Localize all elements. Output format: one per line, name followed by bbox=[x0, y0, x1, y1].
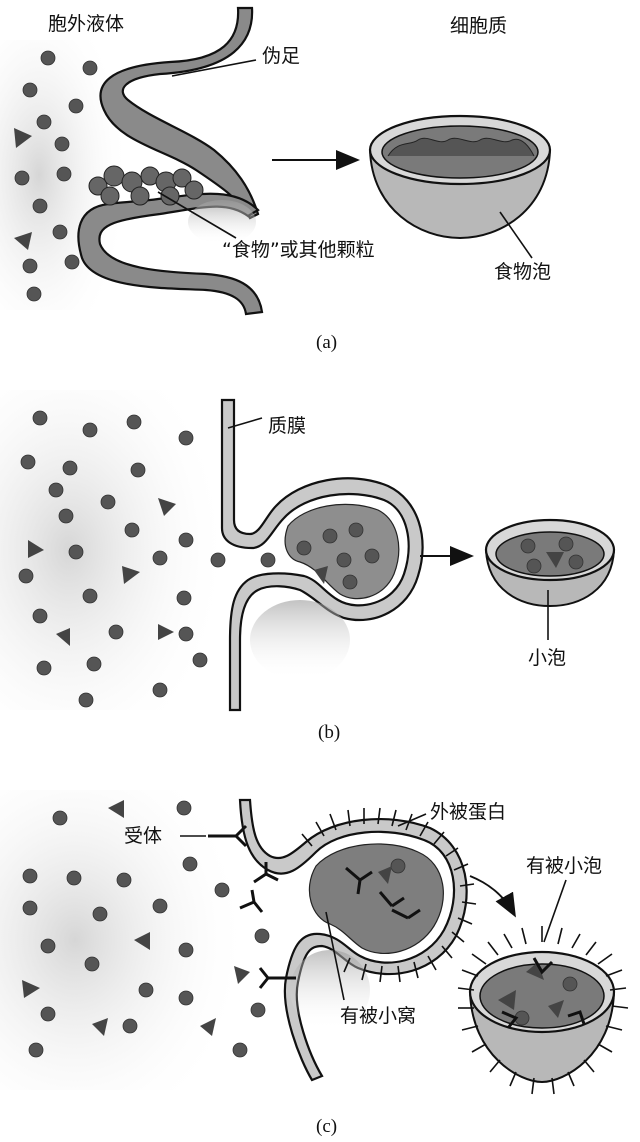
arrow-c bbox=[470, 876, 514, 914]
label-receptor: 受体 bbox=[124, 825, 162, 847]
coated-vesicle bbox=[470, 952, 614, 1082]
label-extracellular: 胞外液体 bbox=[48, 13, 124, 35]
caption-a: (a) bbox=[316, 332, 337, 353]
small-vesicle bbox=[486, 520, 614, 606]
label-food: “食物”或其他颗粒 bbox=[222, 239, 375, 261]
label-coated-vesicle: 有被小泡 bbox=[526, 855, 602, 877]
panel-c: 受体 外被蛋白 有被小泡 有被小窝 (c) bbox=[0, 790, 628, 1137]
label-coated-pit: 有被小窝 bbox=[340, 1005, 416, 1027]
caption-b: (b) bbox=[318, 722, 340, 743]
shadow-b bbox=[250, 600, 350, 680]
leader-coated-vesicle bbox=[544, 880, 566, 942]
label-food-vacuole: 食物泡 bbox=[494, 261, 551, 283]
label-membrane: 质膜 bbox=[268, 415, 306, 437]
panel-a: 胞外液体 细胞质 伪足 “食物”或其他颗粒 食物泡 (a) bbox=[0, 8, 551, 353]
label-cytoplasm: 细胞质 bbox=[450, 15, 507, 37]
panel-b: 质膜 小泡 (b) bbox=[0, 390, 614, 743]
label-pseudopod: 伪足 bbox=[262, 45, 300, 67]
caption-c: (c) bbox=[316, 1116, 337, 1137]
pseudopod-shadow bbox=[188, 200, 256, 244]
label-coat-protein: 外被蛋白 bbox=[430, 801, 506, 823]
label-vesicle: 小泡 bbox=[528, 647, 566, 669]
food-vacuole bbox=[370, 116, 550, 238]
